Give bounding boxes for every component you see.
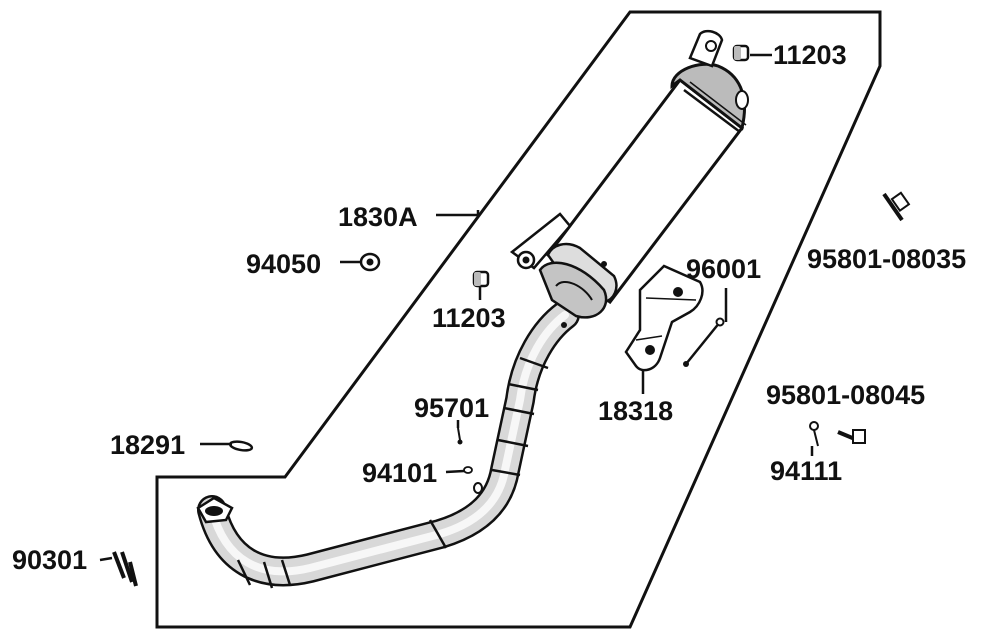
studs-90301 bbox=[112, 551, 138, 587]
rubber-11203-top bbox=[732, 44, 750, 62]
label-96001: 96001 bbox=[686, 254, 761, 284]
label-94101: 94101 bbox=[362, 458, 437, 488]
label-11203-top: 11203 bbox=[773, 40, 847, 70]
washer-94101 bbox=[463, 466, 473, 474]
label-18291: 18291 bbox=[110, 430, 185, 460]
assembly-boundary bbox=[155, 10, 882, 629]
label-94050: 94050 bbox=[246, 249, 321, 279]
screw-96001 bbox=[683, 317, 725, 367]
leader-lines bbox=[99, 53, 814, 562]
label-18318: 18318 bbox=[598, 396, 673, 426]
bolt-95801-08035 bbox=[882, 191, 911, 222]
label-94111: 94111 bbox=[770, 456, 842, 486]
rubber-11203-mid bbox=[472, 270, 490, 288]
label-11203-mid: 11203 bbox=[432, 303, 506, 333]
muffler-body bbox=[509, 29, 749, 328]
bolt-95801-08045 bbox=[837, 429, 866, 444]
exhaust-header-pipe bbox=[196, 300, 580, 589]
label-95701: 95701 bbox=[414, 393, 489, 423]
gasket-18291 bbox=[228, 440, 254, 452]
nut-94050 bbox=[359, 252, 381, 272]
o2-sensor-boss bbox=[473, 482, 483, 494]
label-90301: 90301 bbox=[12, 545, 87, 575]
heat-protector bbox=[624, 264, 704, 372]
label-95801-08045: 95801-08045 bbox=[766, 380, 925, 410]
label-1830A: 1830A bbox=[338, 202, 418, 232]
screw-95701 bbox=[457, 427, 463, 445]
label-95801-08035: 95801-08035 bbox=[807, 244, 966, 274]
washer-94111 bbox=[809, 421, 819, 447]
